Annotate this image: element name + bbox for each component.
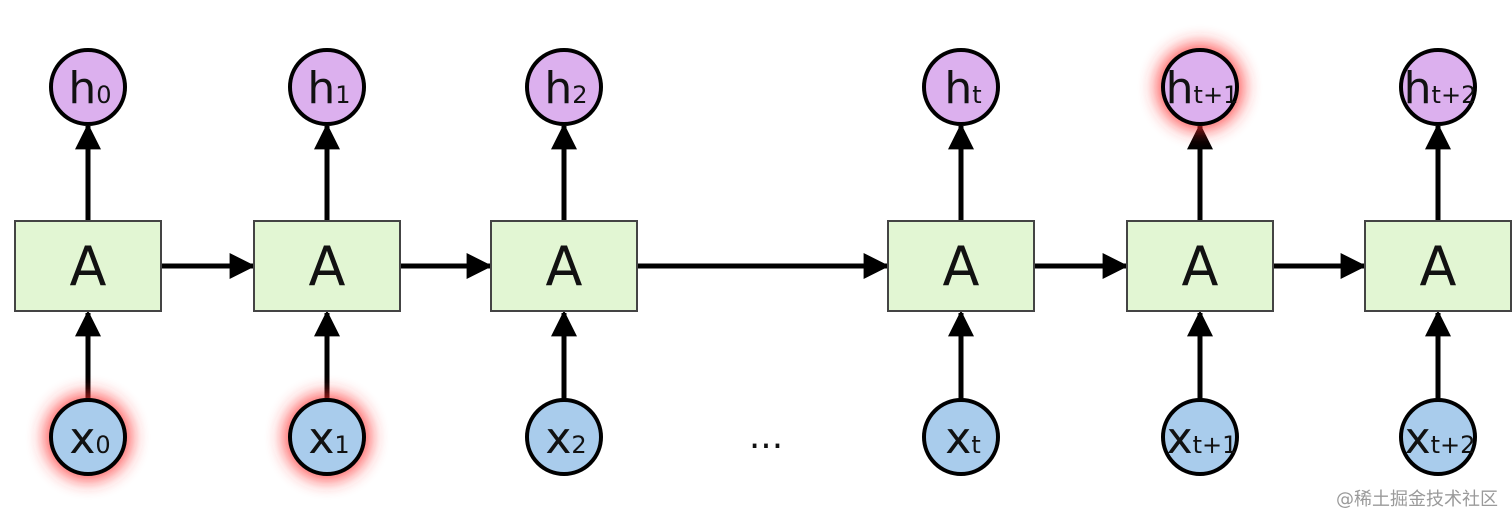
rnn-step-2: Ah2 x2 (490, 48, 638, 476)
output-node-label-1: h1 (307, 63, 350, 114)
input-node-4 (1161, 398, 1239, 476)
input-node-label-0: x0 (69, 413, 110, 464)
rnn-cell-box-3 (887, 220, 1035, 312)
output-node-label-0: h0 (68, 63, 111, 114)
input-node-5 (1399, 398, 1477, 476)
connections-layer (75, 123, 1451, 400)
rnn-cell-box-4 (1126, 220, 1274, 312)
rnn-cell-label-1: A (309, 235, 346, 298)
output-node-3 (922, 48, 1000, 126)
rnn-cell-label-5: A (1420, 235, 1457, 298)
steps-layer: Ah0 x0 Ah1 x1 Ah2 x2 Aht xt Aht+1 xt+1 Aht+2 xt+2 (14, 44, 1512, 480)
input-node-label-1: x1 (308, 413, 349, 464)
output-node-label-3: ht (944, 63, 981, 114)
output-node-0 (49, 48, 127, 126)
output-node-label-5: ht+2 (1404, 63, 1477, 114)
output-node-2 (525, 48, 603, 126)
rnn-cell-box-5 (1364, 220, 1512, 312)
rnn-step-4: Aht+1 xt+1 (1126, 44, 1274, 476)
output-node-4 (1161, 48, 1239, 126)
output-node-5 (1399, 48, 1477, 126)
input-node-label-4: xt+1 (1167, 413, 1238, 464)
input-node-2 (525, 398, 603, 476)
output-node-label-4: ht+1 (1166, 63, 1239, 114)
output-node-label-2: h2 (544, 63, 587, 114)
input-node-3 (922, 398, 1000, 476)
input-node-label-3: xt (945, 413, 980, 464)
output-node-1 (288, 48, 366, 126)
rnn-cell-label-3: A (943, 235, 980, 298)
rnn-cell-label-4: A (1182, 235, 1219, 298)
ellipsis-text: ... (749, 416, 783, 457)
rnn-cell-box-0 (14, 220, 162, 312)
input-node-1 (288, 398, 366, 476)
input-node-label-5: xt+2 (1405, 413, 1476, 464)
rnn-step-5: Aht+2 xt+2 (1364, 48, 1512, 476)
rnn-cell-label-0: A (70, 235, 107, 298)
rnn-cell-box-2 (490, 220, 638, 312)
watermark-text: @稀土掘金技术社区 (1336, 489, 1498, 510)
rnn-step-1: Ah1 x1 (253, 48, 401, 480)
rnn-step-0: Ah0 x0 (14, 48, 162, 480)
rnn-step-3: Aht xt (887, 48, 1035, 476)
rnn-cell-label-2: A (546, 235, 583, 298)
input-node-0 (49, 398, 127, 476)
rnn-cell-box-1 (253, 220, 401, 312)
input-node-label-2: x2 (545, 413, 586, 464)
